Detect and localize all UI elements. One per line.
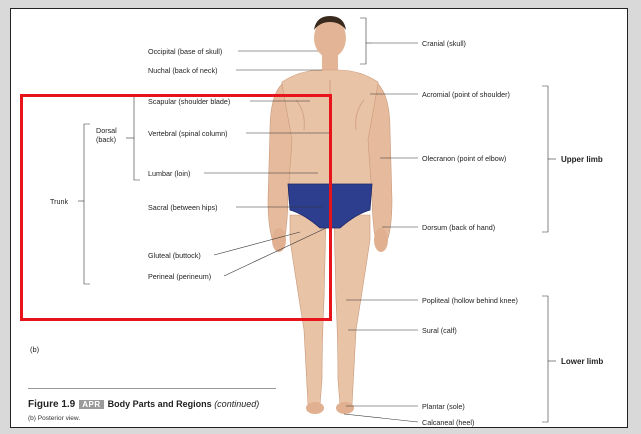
trunk-highlight-box — [20, 94, 332, 321]
label-cranial: Cranial (skull) — [422, 39, 466, 48]
label-calcaneal: Calcaneal (heel) — [422, 418, 474, 427]
label-sural: Sural (calf) — [422, 326, 457, 335]
apr-badge: APR — [79, 400, 103, 409]
label-lower-limb: Lower limb — [561, 357, 603, 366]
figure-number: Figure 1.9 — [28, 399, 75, 410]
label-upper-limb: Upper limb — [561, 155, 603, 164]
label-occipital: Occipital (base of skull) — [148, 47, 222, 56]
figure-subtitle: (b) Posterior view. — [28, 415, 80, 422]
label-olecranon: Olecranon (point of elbow) — [422, 154, 506, 163]
label-nuchal: Nuchal (back of neck) — [148, 66, 218, 75]
figure-continued: (continued) — [214, 399, 259, 409]
label-plantar: Plantar (sole) — [422, 402, 465, 411]
label-acromial: Acromial (point of shoulder) — [422, 90, 510, 99]
label-dorsum: Dorsum (back of hand) — [422, 223, 495, 232]
panel-label: (b) — [30, 345, 39, 354]
figure-title: Body Parts and Regions — [108, 399, 212, 409]
label-popliteal: Popliteal (hollow behind knee) — [422, 296, 518, 305]
figure-caption: Figure 1.9 APR Body Parts and Regions (con… — [28, 399, 259, 410]
caption-rule — [28, 388, 276, 389]
